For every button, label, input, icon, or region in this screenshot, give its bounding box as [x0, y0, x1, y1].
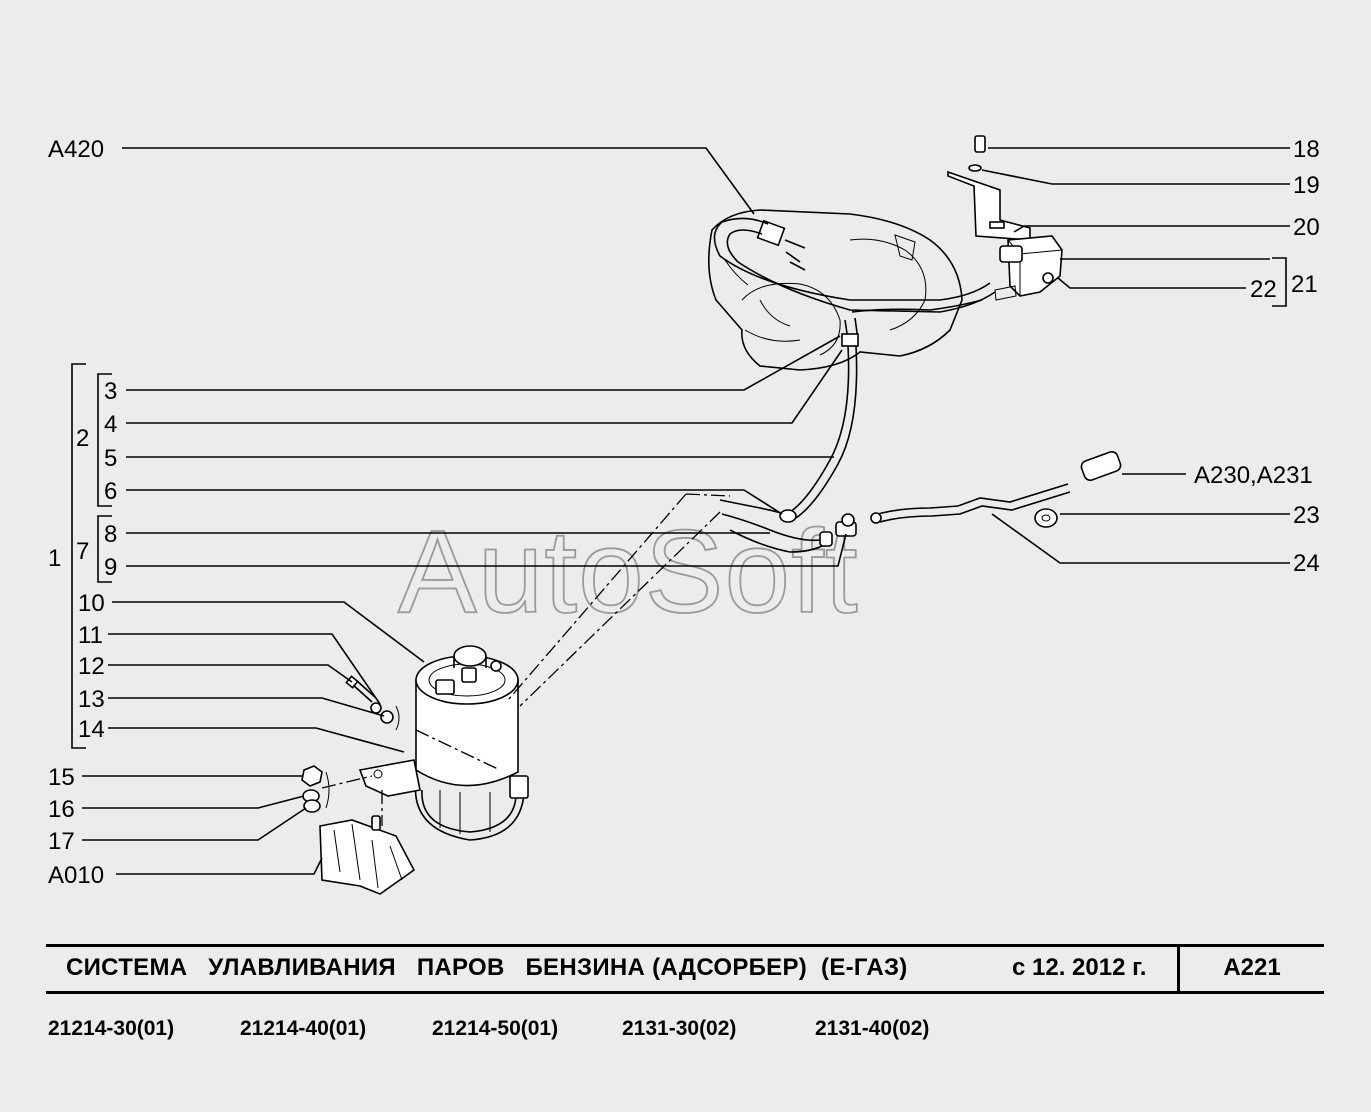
label-21: 21 — [1291, 271, 1318, 298]
label-24: 24 — [1293, 550, 1320, 577]
label-20: 20 — [1293, 214, 1320, 241]
label-11: 11 — [78, 622, 103, 649]
label-7: 7 — [76, 538, 89, 565]
callout-labels: А420 1 2 3 4 5 6 7 8 9 10 11 12 13 14 15… — [48, 136, 1320, 889]
diagram-code: А221 — [1223, 954, 1281, 981]
hose-a230 — [1080, 450, 1122, 482]
model-code: 21214-30(01) — [48, 1017, 175, 1040]
label-a420: А420 — [48, 136, 104, 163]
callout-brackets — [71, 257, 1287, 749]
leader-lines — [82, 147, 1290, 875]
label-18: 18 — [1293, 136, 1320, 163]
label-22: 22 — [1250, 276, 1277, 303]
label-2: 2 — [76, 425, 89, 452]
fasteners-11-13 — [345, 675, 400, 731]
purge-valve — [994, 235, 1063, 301]
model-code: 2131-40(02) — [815, 1017, 930, 1040]
vapour-pipe — [713, 217, 996, 519]
fasteners-15-17 — [301, 765, 330, 813]
label-1: 1 — [48, 545, 61, 572]
diagram-date: с 12. 2012 г. — [1012, 954, 1147, 981]
label-9: 9 — [104, 554, 117, 581]
clamp — [358, 759, 529, 841]
label-3: 3 — [104, 378, 117, 405]
label-17: 17 — [48, 828, 75, 855]
label-6: 6 — [104, 478, 117, 505]
title-divider — [1177, 947, 1180, 991]
model-code: 21214-50(01) — [432, 1017, 559, 1040]
diagram-title: СИСТЕМА УЛАВЛИВАНИЯ ПАРОВ БЕНЗИНА (АДСОР… — [66, 954, 908, 981]
model-code: 2131-30(02) — [622, 1017, 737, 1040]
label-13: 13 — [78, 686, 105, 713]
label-16: 16 — [48, 796, 75, 823]
label-10: 10 — [78, 590, 105, 617]
engine-intake-drawing — [708, 209, 963, 371]
label-a230: А230,А231 — [1194, 462, 1313, 489]
label-8: 8 — [104, 521, 117, 548]
canister — [415, 645, 519, 787]
label-12: 12 — [78, 653, 105, 680]
label-4: 4 — [104, 411, 117, 438]
pipe-24 — [870, 483, 1071, 524]
title-block: СИСТЕМА УЛАВЛИВАНИЯ ПАРОВ БЕНЗИНА (АДСОР… — [46, 944, 1324, 994]
grommet-23 — [1034, 508, 1058, 528]
label-23: 23 — [1293, 502, 1320, 529]
model-code: 21214-40(01) — [240, 1017, 367, 1040]
label-14: 14 — [78, 716, 105, 743]
bracket-a010 — [319, 815, 416, 895]
label-15: 15 — [48, 764, 75, 791]
label-19: 19 — [1293, 172, 1320, 199]
watermark: AutoSoft — [398, 506, 859, 638]
label-a010: А010 — [48, 862, 104, 889]
assembly-lines — [321, 493, 731, 826]
bracket-20 — [947, 135, 1031, 241]
label-5: 5 — [104, 445, 117, 472]
